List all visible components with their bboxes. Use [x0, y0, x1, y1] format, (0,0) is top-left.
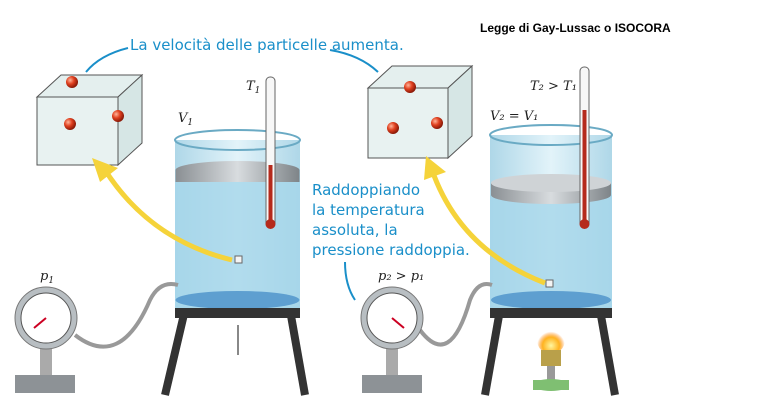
- volume-label-right: V₂ = V₁: [490, 109, 538, 124]
- particle: [387, 122, 399, 134]
- volume-label-left: V1: [178, 111, 193, 128]
- particle-sample: [545, 279, 554, 288]
- caption-arrow-down: [344, 261, 356, 301]
- arrowhead: [92, 158, 118, 182]
- hose-right: [418, 282, 493, 347]
- pressure-label-left: p1: [40, 269, 54, 286]
- temperature-label-right: T₂ > T₁: [530, 79, 577, 94]
- particle: [404, 81, 416, 93]
- cylinder-left: [161, 129, 309, 396]
- svg-text:Raddoppiando: Raddoppiando: [312, 181, 420, 199]
- title: Legge di Gay-Lussac o ISOCORA: [480, 21, 671, 35]
- particle-cube-left: [35, 73, 144, 167]
- zoom-arrow-right: [429, 169, 546, 286]
- temperature-label-left: T1: [246, 79, 260, 96]
- particle: [64, 118, 76, 130]
- pressure-gauge-left: [14, 286, 78, 393]
- caption-top: La velocità delle particelle aumenta.: [130, 36, 404, 54]
- particle-cube-right: [366, 64, 474, 160]
- thermometer-right: [579, 66, 590, 229]
- particle: [431, 117, 443, 129]
- pressure-gauge-right: [360, 286, 424, 393]
- hose-left: [73, 282, 179, 349]
- thermometer-left: [265, 76, 276, 229]
- svg-text:pressione raddoppia.: pressione raddoppia.: [312, 241, 470, 259]
- svg-text:assoluta, la: assoluta, la: [312, 221, 398, 239]
- caption-middle: Raddoppiando la temperatura assoluta, la…: [312, 181, 470, 259]
- arrowhead: [424, 156, 446, 180]
- bunsen-burner: [533, 326, 569, 391]
- particle-sample: [234, 255, 243, 264]
- caption-arrow-left: [85, 47, 129, 73]
- pressure-label-right: p₂ > p₁: [378, 269, 424, 284]
- svg-text:la temperatura: la temperatura: [312, 201, 425, 219]
- zoom-arrow-left: [102, 168, 233, 263]
- caption-arrow-right: [329, 49, 379, 73]
- particle: [112, 110, 124, 122]
- particle: [66, 76, 78, 88]
